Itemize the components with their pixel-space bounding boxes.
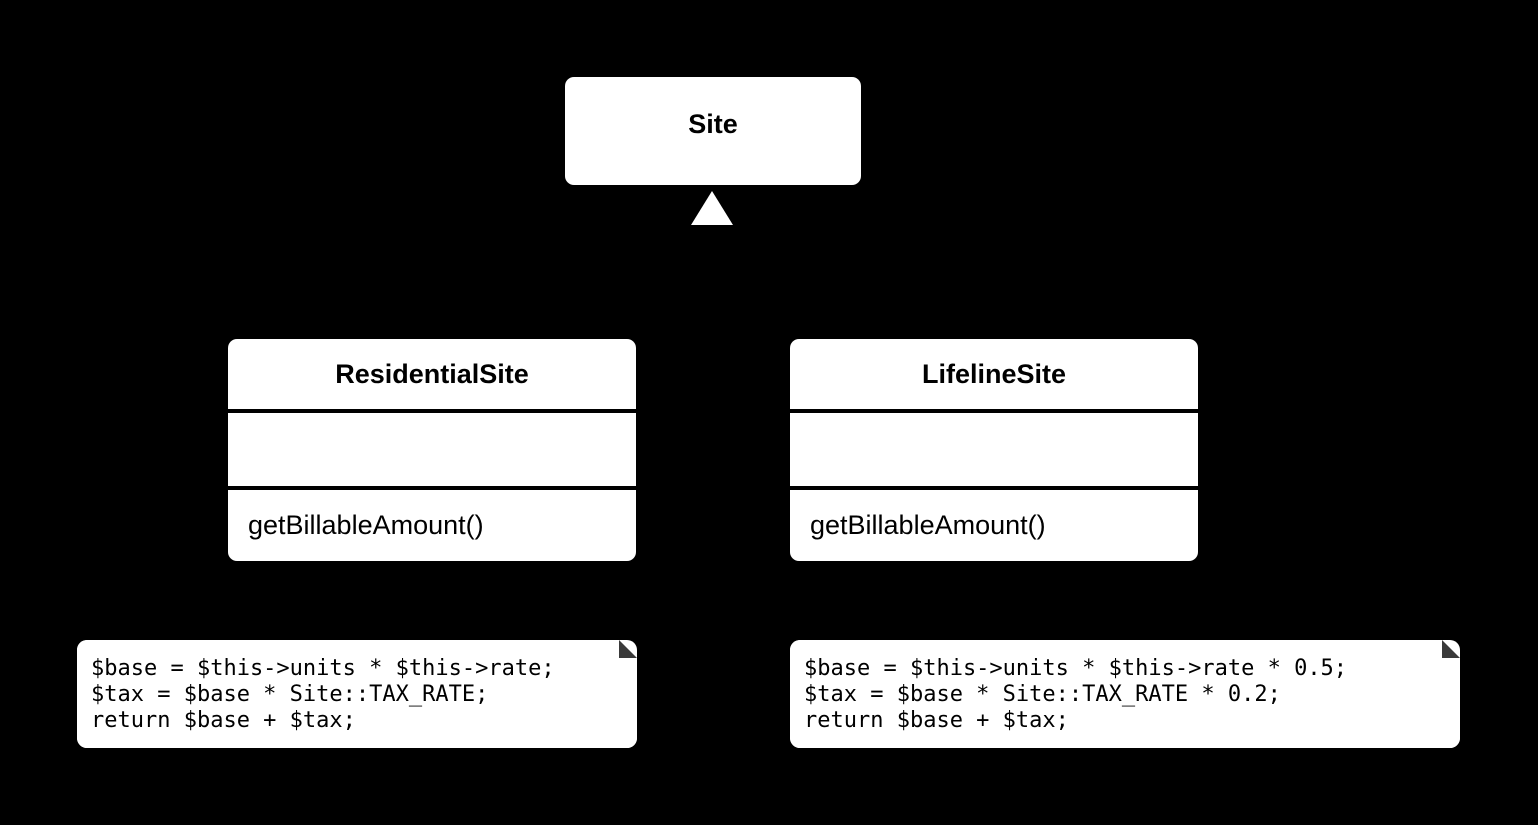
uml-class-residentialsite[interactable]: ResidentialSite getBillableAmount(): [228, 339, 636, 561]
uml-class-site[interactable]: Site: [565, 77, 861, 185]
connector-junction-to-residentialsite: [431, 281, 434, 339]
note-body: [790, 640, 1460, 748]
uml-class-lifelinesite[interactable]: LifelineSite getBillableAmount(): [790, 339, 1198, 561]
method-lifelinesite-getbillableamount: getBillableAmount(): [790, 486, 1198, 561]
attributes-compartment-lifelinesite: [790, 409, 1198, 486]
connector-residentialsite-to-note: [355, 561, 358, 640]
uml-note-lifelinesite[interactable]: $base = $this->units * $this->rate * 0.5…: [790, 640, 1460, 748]
connector-horizontal-bus: [431, 281, 995, 284]
class-name-lifelinesite: LifelineSite: [921, 358, 1067, 389]
class-name-site: Site: [688, 109, 738, 139]
generalization-triangle-icon: [691, 191, 733, 225]
note-body: [77, 640, 637, 748]
attributes-compartment-residentialsite: [228, 409, 636, 486]
note-code-residentialsite: $base = $this->units * $this->rate; $tax…: [91, 656, 555, 733]
method-residentialsite-getbillableamount: getBillableAmount(): [228, 486, 636, 561]
uml-note-residentialsite[interactable]: $base = $this->units * $this->rate; $tax…: [77, 640, 637, 748]
class-name-residentialsite: ResidentialSite: [335, 358, 529, 389]
connector-lifelinesite-to-note: [1123, 561, 1126, 640]
connector-junction-to-lifelinesite: [992, 281, 995, 339]
connector-site-to-junction: [711, 225, 714, 283]
note-code-lifelinesite: $base = $this->units * $this->rate * 0.5…: [804, 656, 1348, 733]
